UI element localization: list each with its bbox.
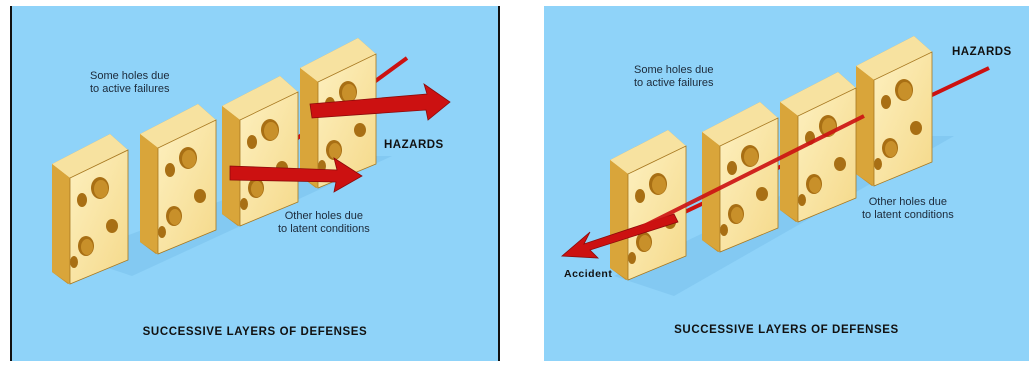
cheese-slice-3 xyxy=(779,71,857,223)
cheese-slice-2 xyxy=(139,103,217,255)
swiss-cheese-illustration-right xyxy=(560,35,990,296)
hazard-arrow-lower xyxy=(229,157,363,193)
active-failures-label: Some holes due to active failures xyxy=(634,64,714,89)
cheese-slice-4 xyxy=(855,35,933,187)
latent-conditions-label: Other holes due to latent conditions xyxy=(862,196,954,221)
hazards-label: HAZARDS xyxy=(384,139,444,151)
hazard-arrow-upper xyxy=(309,83,451,121)
cheese-slice-1 xyxy=(51,133,129,285)
cheese-slice-1 xyxy=(609,129,687,281)
diagram-caption: SUCCESSIVE LAYERS OF DEFENSES xyxy=(142,326,368,338)
diagram-caption: SUCCESSIVE LAYERS OF DEFENSES xyxy=(674,324,899,336)
cheese-slice-3 xyxy=(221,75,299,227)
accident-label: Accident xyxy=(564,268,613,280)
swiss-cheese-illustration-left xyxy=(51,37,451,285)
trajectory-through-holes xyxy=(631,114,865,234)
diagram-panel-right: Some holes due to active failures HAZARD… xyxy=(544,6,1029,361)
diagram-panel-left: Some holes due to active failures HAZARD… xyxy=(10,6,500,361)
latent-conditions-label: Other holes due to latent conditions xyxy=(278,210,370,235)
active-failures-label: Some holes due to active failures xyxy=(90,70,170,95)
hazards-label: HAZARDS xyxy=(952,46,1012,58)
